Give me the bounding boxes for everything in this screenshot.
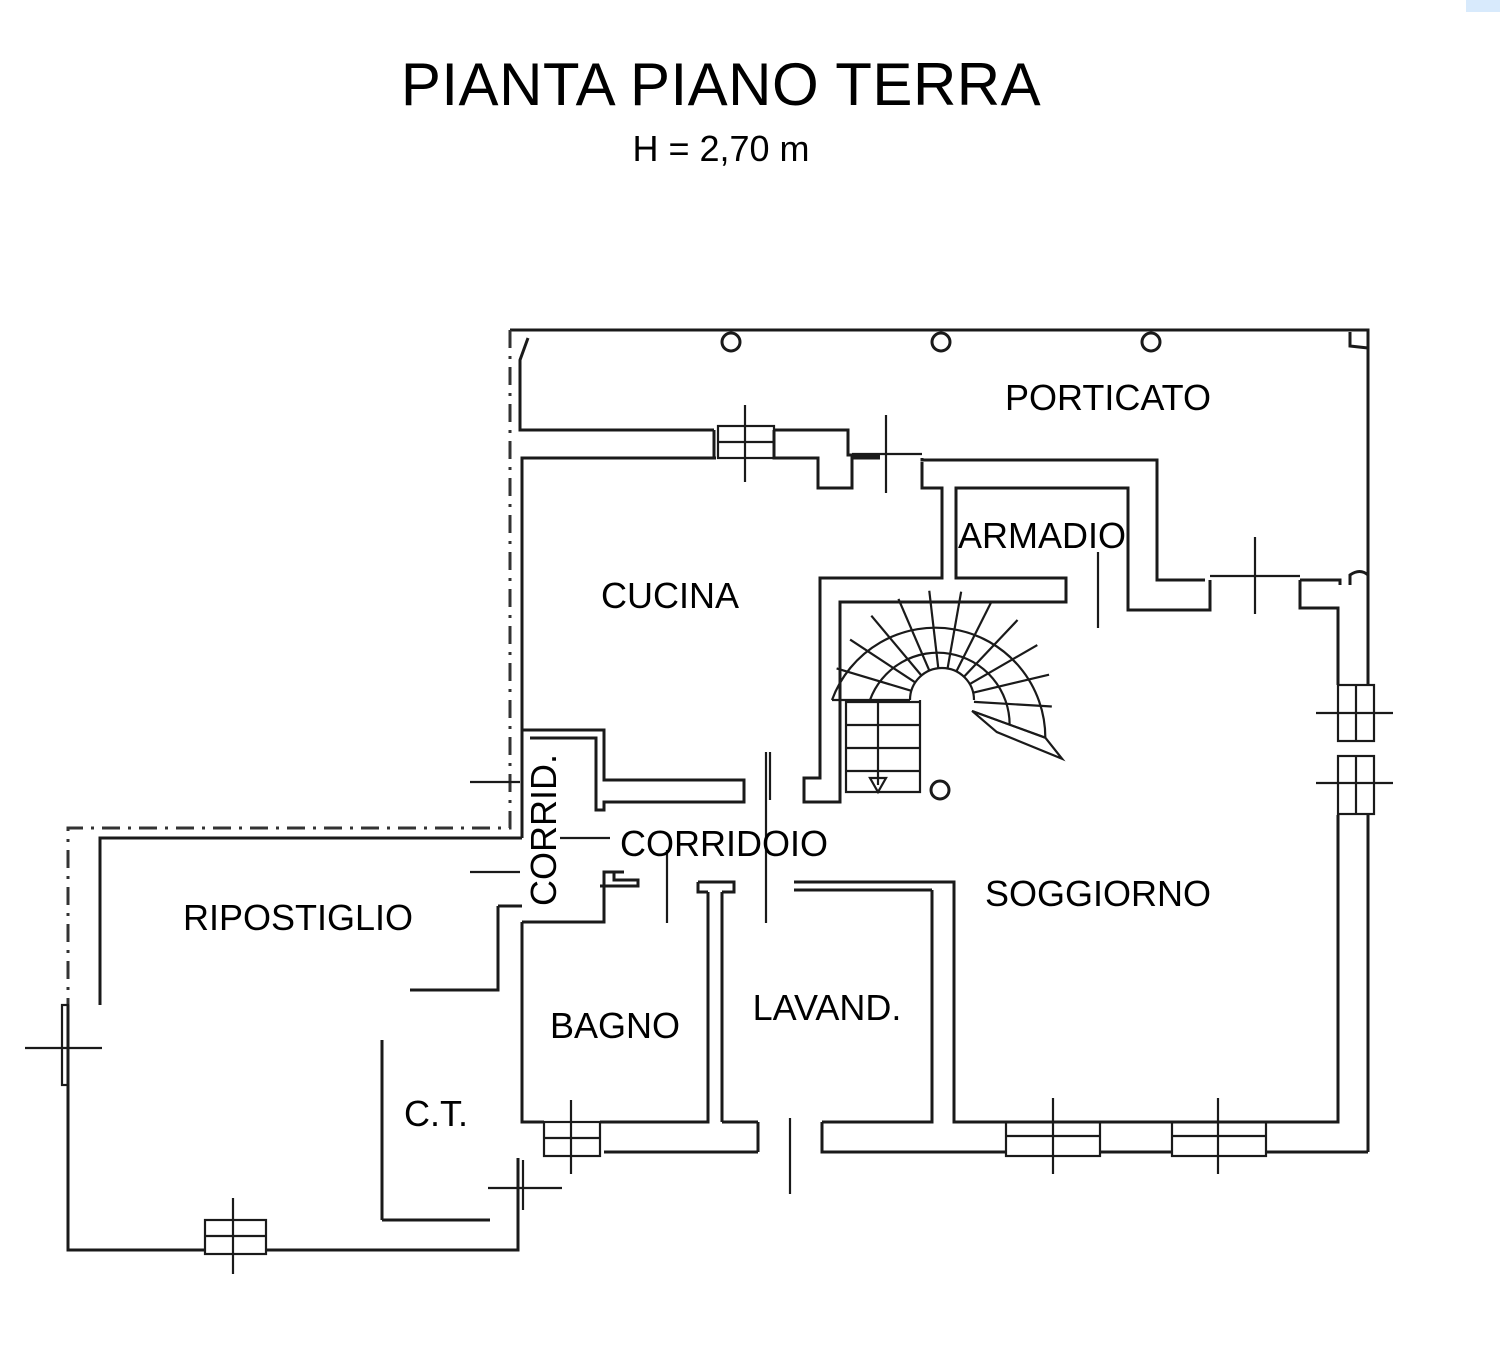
room-label-soggiorno: SOGGIORNO <box>985 873 1211 914</box>
stair-tread <box>844 700 922 794</box>
room-label-ripostiglio: RIPOSTIGLIO <box>183 897 413 938</box>
column <box>720 331 742 353</box>
room-label-cucina: CUCINA <box>601 575 739 616</box>
room-label-corrid: CORRID. <box>523 754 564 906</box>
ripostiglio-walls <box>25 1003 520 1274</box>
windows-east <box>1316 683 1393 816</box>
stair-tread <box>963 619 1019 678</box>
stair-tread <box>849 638 916 684</box>
stair-tread <box>969 644 1038 685</box>
room-label-porticato: PORTICATO <box>1005 377 1211 418</box>
room-label-lavand: LAVAND. <box>753 987 902 1028</box>
columns <box>720 331 1369 353</box>
room-label-corridoio: CORRIDOIO <box>620 823 828 864</box>
stair-tread <box>973 700 1052 708</box>
windows-south <box>788 1098 1268 1194</box>
stair-tread <box>955 601 993 672</box>
plan-height-subtitle: H = 2,70 m <box>632 128 810 169</box>
porticato-outline <box>66 328 1370 1005</box>
plan-title: PIANTA PIANO TERRA <box>400 51 1042 118</box>
stair-tread <box>928 590 940 669</box>
ct-walls <box>380 1040 562 1222</box>
column <box>1140 331 1162 353</box>
door-soggiorno-portico <box>1210 537 1300 614</box>
door-portico <box>852 415 922 493</box>
stair-tread <box>897 598 931 672</box>
column <box>930 331 952 353</box>
spiral-staircase <box>830 590 1066 795</box>
stair-tread <box>870 615 923 677</box>
corner-tab <box>1466 0 1500 12</box>
stair-tread <box>971 709 1066 762</box>
column <box>1348 332 1369 350</box>
stair-tread <box>908 666 976 701</box>
stair-tread <box>868 776 888 795</box>
stair-tread <box>946 591 963 669</box>
south-walls <box>600 880 1368 1154</box>
east-walls <box>794 575 1370 1152</box>
corridor-walls <box>98 728 772 1005</box>
room-label-ct: C.T. <box>404 1093 468 1134</box>
bagno-walls <box>520 870 640 1174</box>
column <box>929 779 951 801</box>
room-label-armadio: ARMADIO <box>958 515 1126 556</box>
window-kitchen <box>716 405 776 482</box>
stair-tread <box>836 667 912 692</box>
room-label-bagno: BAGNO <box>550 1005 680 1046</box>
stair-tread <box>972 673 1050 694</box>
north-walls <box>520 428 1369 838</box>
